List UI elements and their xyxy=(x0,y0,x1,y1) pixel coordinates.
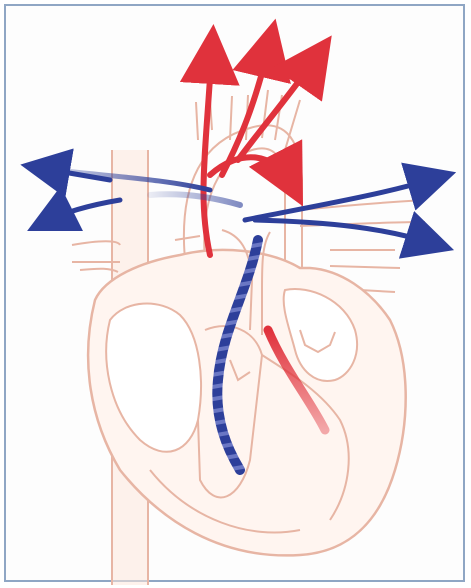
blue-arrow-upper-right xyxy=(245,178,437,220)
blue-cross-stream xyxy=(150,194,240,205)
blue-arrow-lower-right xyxy=(255,220,435,244)
blue-arrow-lower-left xyxy=(45,200,120,222)
